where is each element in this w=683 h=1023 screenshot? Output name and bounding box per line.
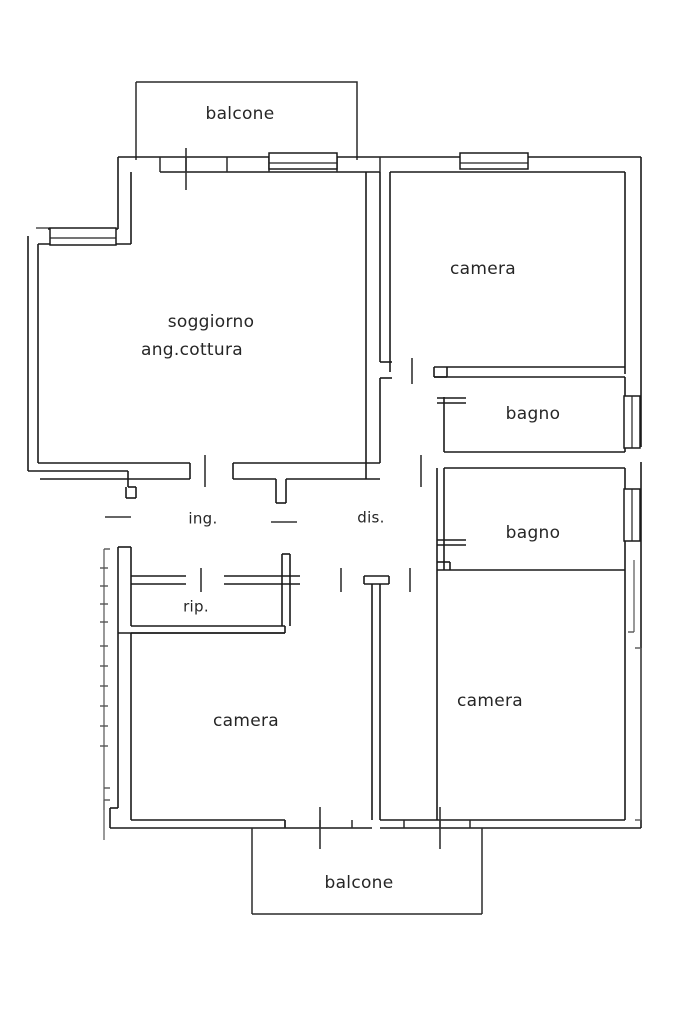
- room-label-camera-top: camera: [450, 259, 516, 279]
- dimension-line-left: [100, 548, 110, 840]
- room-label-balcone-top: balcone: [205, 104, 274, 124]
- balcony-top-outline: [135, 81, 358, 160]
- bagno-lower-walls: [436, 462, 642, 571]
- room-label-disimpegno: dis.: [357, 509, 384, 527]
- door-soggiorno-to-disimpegno: [380, 358, 413, 384]
- corridor-stub-partition: [363, 575, 390, 820]
- window-left-soggiorno: [36, 227, 117, 246]
- room-label-ingresso: ing.: [188, 510, 217, 528]
- balcony-bottom-outline: [251, 828, 483, 915]
- room-label-ang-cottura: ang.cottura: [141, 340, 243, 360]
- soggiorno-walls: [27, 172, 381, 504]
- bottom-wall-window-mullions: [284, 807, 471, 849]
- window-top-right: [459, 152, 529, 170]
- window-bagno-upper: [623, 395, 641, 449]
- camera-bottom-left-walls: [109, 633, 372, 829]
- corridor-partitions: [105, 455, 422, 592]
- window-top-left: [268, 152, 338, 170]
- ripostiglio-walls: [117, 546, 286, 634]
- dimension-line-right: [628, 560, 642, 821]
- room-label-bagno-upper: bagno: [506, 404, 561, 424]
- room-label-soggiorno: soggiorno: [168, 312, 255, 332]
- room-label-camera-bottom-right: camera: [457, 691, 523, 711]
- room-label-bagno-lower: bagno: [506, 523, 561, 543]
- rip-cross-partition: [224, 553, 300, 626]
- room-label-camera-bottom-left: camera: [213, 711, 279, 731]
- room-label-balcone-bottom: balcone: [324, 873, 393, 893]
- room-label-ripostiglio: rip.: [183, 598, 209, 616]
- camera-top-walls: [389, 172, 625, 378]
- window-bagno-lower: [623, 488, 641, 542]
